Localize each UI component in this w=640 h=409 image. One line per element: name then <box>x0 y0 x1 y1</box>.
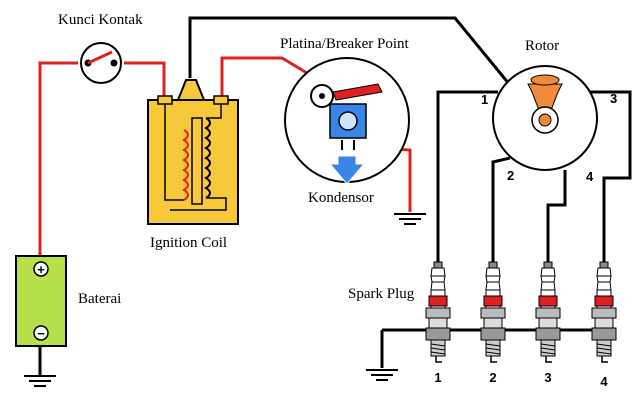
wire-dist-to-plug1 <box>436 90 498 262</box>
plug-number-2: 2 <box>489 370 496 385</box>
label-breaker-point: Platina/Breaker Point <box>280 36 410 52</box>
ignition-coil <box>147 79 239 225</box>
wire-dist-to-plug3 <box>578 90 632 262</box>
battery-negative-terminal <box>33 325 49 341</box>
ground-symbol-breaker <box>394 213 426 225</box>
label-rotor: Rotor <box>525 38 559 54</box>
wire-key-to-coil <box>124 61 166 100</box>
breaker-arm <box>332 83 383 101</box>
coil-core <box>191 117 203 205</box>
spark-plug-3 <box>535 261 561 363</box>
spark-plug-4 <box>591 261 617 363</box>
label-spark-plug: Spark Plug <box>348 286 415 302</box>
spark-plug-2 <box>480 261 506 363</box>
label-ignition-coil: Ignition Coil <box>150 235 227 251</box>
coil-tower <box>176 79 206 101</box>
dist-terminal-4: 4 <box>586 169 594 184</box>
plug-number-1: 1 <box>434 370 441 385</box>
wire-battery-to-key <box>38 61 78 258</box>
distributor-cap <box>492 65 598 171</box>
ground-symbol-battery <box>24 375 56 387</box>
coil-primary-winding <box>182 129 189 201</box>
battery-minus-sign: − <box>37 326 45 341</box>
wire-dist-to-plug4 <box>546 170 567 262</box>
dist-terminal-3: 3 <box>610 91 617 106</box>
battery-plus-sign: + <box>37 262 45 277</box>
label-battery: Baterai <box>78 291 121 307</box>
coil-secondary-winding <box>204 117 211 199</box>
breaker-point-assembly <box>284 57 410 185</box>
condenser-arrow <box>328 155 366 185</box>
battery: + − <box>15 255 67 347</box>
battery-positive-terminal <box>33 261 49 277</box>
wire-dist-to-plug2 <box>491 156 511 262</box>
dist-terminal-2: 2 <box>507 168 514 183</box>
wire-coil-to-distributor <box>188 16 539 119</box>
spark-plug-1 <box>425 261 451 363</box>
key-switch <box>80 42 122 84</box>
plug-number-3: 3 <box>544 370 551 385</box>
label-key-switch: Kunci Kontak <box>58 12 143 28</box>
ground-symbol-plugs <box>366 369 398 381</box>
dist-terminal-1: 1 <box>481 92 488 107</box>
plug-number-4: 4 <box>600 374 608 389</box>
label-condenser: Kondensor <box>308 190 374 206</box>
